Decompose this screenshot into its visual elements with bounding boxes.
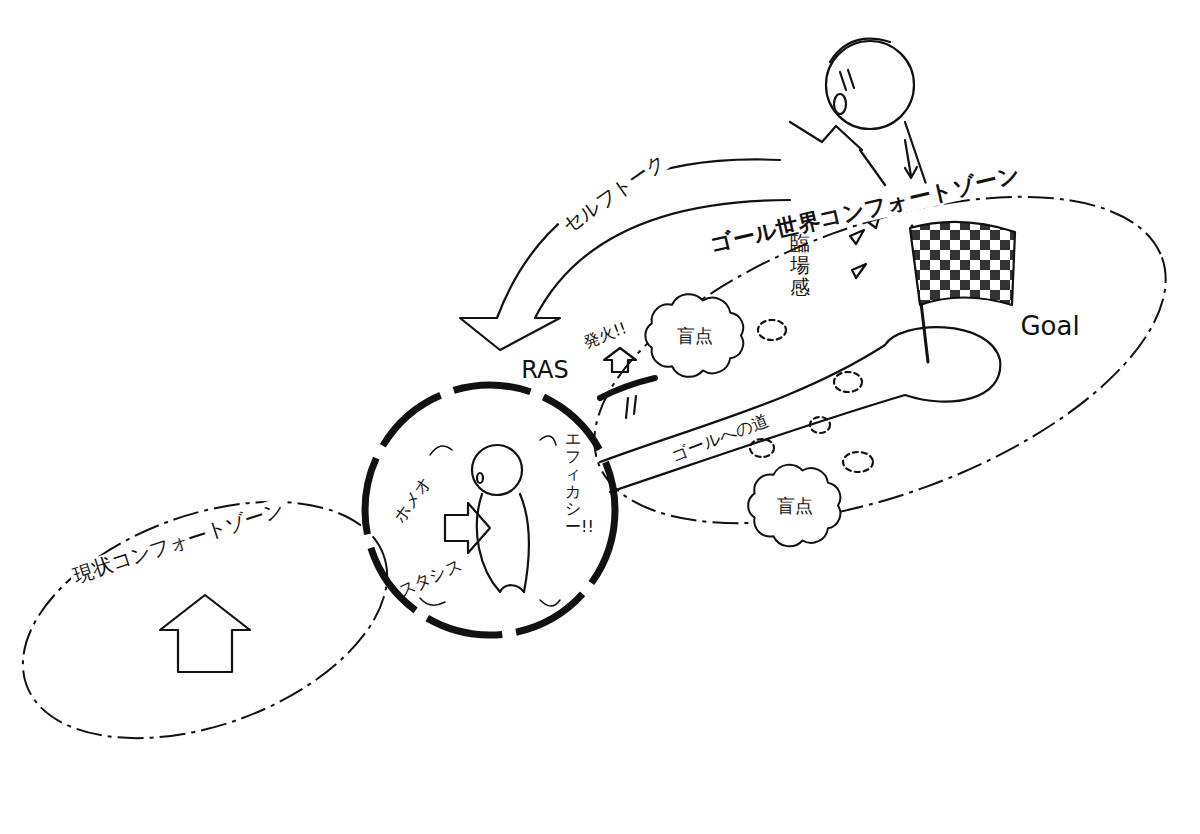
annotation: 発火!! — [581, 319, 629, 351]
annotation: 臨場感 — [790, 232, 810, 298]
person-mouth — [477, 473, 483, 483]
blind-spot-cloud: 盲点 — [642, 293, 748, 378]
segmented-circle — [365, 385, 615, 635]
zone-label: 現状コンフォートゾーン — [67, 497, 289, 588]
person-body — [477, 494, 529, 592]
spark-marks — [626, 396, 636, 418]
cloud-label: 盲点 — [677, 326, 713, 346]
dash-dot-ellipse — [0, 456, 419, 783]
goal-label: Goal — [1020, 312, 1079, 341]
man-eyes — [840, 70, 854, 90]
zone-label: ゴール世界コンフォートゾーン — [705, 162, 1025, 258]
man-hair — [830, 39, 890, 62]
cloud-label: 盲点 — [777, 496, 813, 516]
man-body — [790, 122, 928, 190]
house-icon — [160, 595, 250, 672]
ras-label: RAS — [521, 357, 568, 383]
annotation: エフィカシー!! — [565, 430, 581, 536]
annotation: ホメオ — [390, 474, 435, 526]
arrow-label: セルフトーク — [556, 148, 672, 238]
goal-zone-ellipse: ゴール世界コンフォートゾーン盲点盲点 — [580, 180, 1180, 540]
dash-dot-ellipse — [552, 131, 1200, 590]
node-outline — [0, 470, 420, 770]
man-mouth — [834, 94, 846, 114]
comfort-zone-ellipse: 現状コンフォートゾーン — [0, 470, 420, 770]
cloud-outline — [748, 465, 840, 547]
person-head — [472, 445, 522, 495]
ras-filter-circle: RAS ホメオスタシス エフィカシー!! — [360, 350, 630, 640]
puffs — [750, 320, 873, 472]
cloud-outline — [645, 294, 743, 377]
annotation: スタシス — [395, 555, 465, 601]
road-label: ゴールへの道 — [669, 411, 771, 465]
checkered-flag — [910, 222, 1015, 305]
blind-spot-cloud: 盲点 — [745, 463, 845, 548]
man-pointer — [905, 140, 917, 178]
man-head — [826, 41, 914, 129]
homeostasis-arrow — [445, 503, 490, 553]
